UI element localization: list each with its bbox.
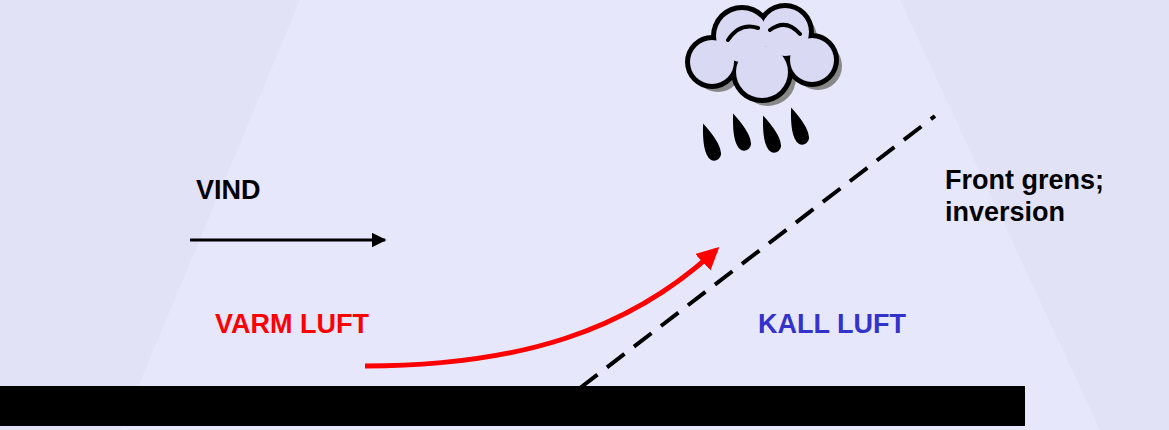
- cold-air-label: KALL LUFT: [758, 308, 988, 340]
- wind-label: VIND: [196, 174, 336, 206]
- background-pattern: [0, 0, 300, 430]
- warm-air-label: VARM LUFT: [215, 308, 445, 340]
- cloud-detail: [728, 25, 800, 40]
- front-boundary-line: [580, 116, 935, 388]
- wind-arrow: [190, 239, 385, 242]
- raindrops: [696, 105, 811, 163]
- background-pattern: [900, 0, 1169, 430]
- cloud-fill: [690, 8, 834, 98]
- ground-bar: [0, 386, 1025, 426]
- front-label: Front grens; inversion: [945, 164, 1145, 229]
- warm-air-arrow: [365, 250, 716, 366]
- cloud-outline: [685, 3, 839, 103]
